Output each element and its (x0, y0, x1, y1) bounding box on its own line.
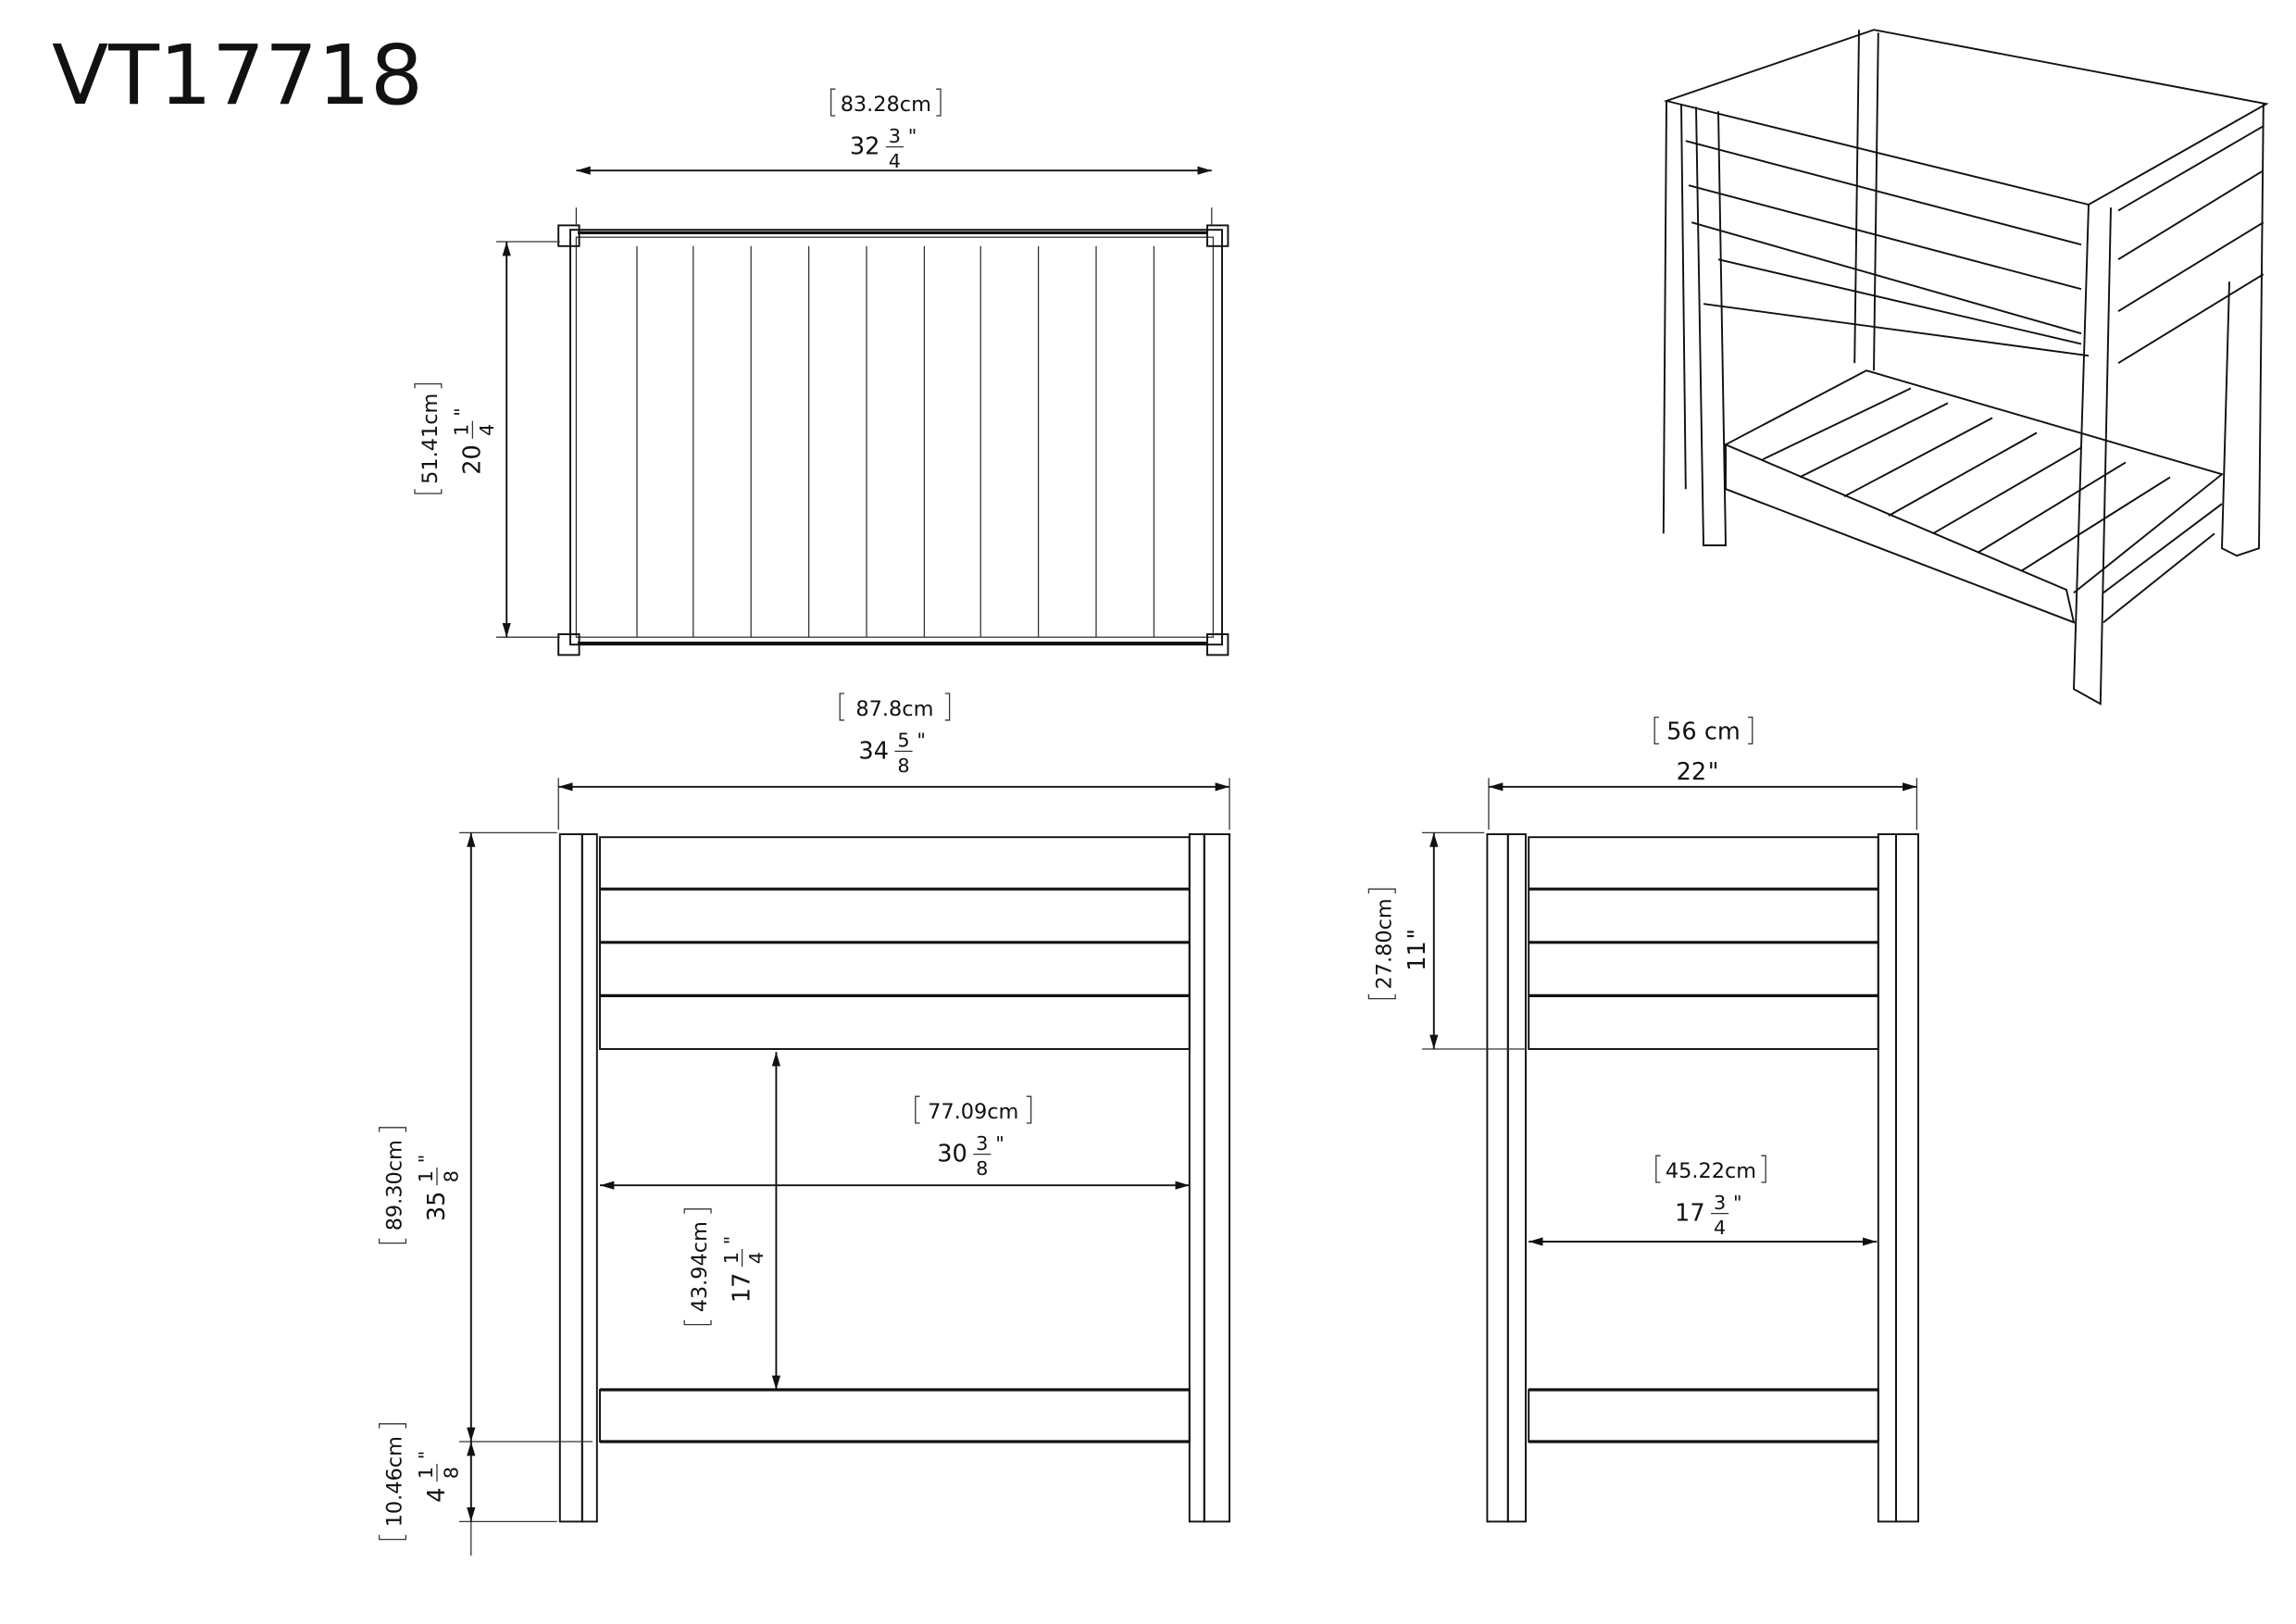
svg-text:3: 3 (1714, 1192, 1726, 1214)
svg-text:77.09cm: 77.09cm (928, 1100, 1018, 1124)
svg-text:4: 4 (889, 150, 901, 172)
svg-text:83.28cm: 83.28cm (841, 93, 931, 117)
svg-text:3: 3 (976, 1132, 988, 1155)
svg-text:35: 35 (423, 1192, 451, 1222)
svg-text:4: 4 (745, 1252, 767, 1264)
svg-text:4: 4 (476, 424, 498, 436)
svg-text:10.46cm: 10.46cm (383, 1436, 407, 1527)
svg-text:87.8cm: 87.8cm (855, 697, 933, 721)
svg-text:8: 8 (440, 1467, 462, 1479)
svg-text:4: 4 (423, 1488, 451, 1503)
dim-top-depth: 51.41cm 20 1 4 " (414, 382, 498, 494)
svg-text:5: 5 (897, 730, 909, 752)
svg-text:": " (1733, 1192, 1742, 1214)
svg-text:": " (1404, 929, 1431, 940)
perspective-view (1662, 29, 2269, 706)
svg-text:1: 1 (451, 424, 473, 436)
svg-text:1: 1 (720, 1252, 742, 1264)
svg-text:56 cm: 56 cm (1666, 718, 1741, 746)
svg-text:": " (917, 730, 926, 752)
svg-text:34: 34 (858, 737, 889, 765)
dim-side-inner-width: 45.22cm 17 3 4 " (1655, 1155, 1766, 1239)
svg-text:8: 8 (976, 1157, 988, 1180)
svg-text:11: 11 (1404, 941, 1431, 971)
dim-front-clearance: 10.46cm 4 1 8 " (378, 1423, 462, 1541)
model-number-title: VT17718 (52, 28, 423, 124)
dim-front-height: 89.30cm 35 1 8 " (378, 1127, 462, 1244)
dim-top-width: 83.28cm 32 3 4 " (830, 88, 942, 172)
top-view (496, 166, 1229, 656)
svg-text:": " (995, 1132, 1004, 1155)
side-view (1422, 778, 1919, 1523)
svg-text:32: 32 (850, 133, 880, 161)
svg-text:": " (415, 1451, 437, 1460)
svg-text:": " (451, 407, 473, 417)
svg-text:8: 8 (897, 755, 909, 777)
svg-text:": " (1708, 758, 1719, 786)
svg-text:45.22cm: 45.22cm (1666, 1159, 1756, 1183)
svg-text:8: 8 (440, 1170, 462, 1182)
svg-text:17: 17 (729, 1273, 756, 1304)
svg-text:": " (720, 1236, 742, 1245)
dim-side-width: 56 cm 22 " (1653, 716, 1753, 786)
svg-text:": " (415, 1155, 437, 1164)
svg-text:4: 4 (1714, 1217, 1726, 1239)
svg-text:43.94cm: 43.94cm (688, 1221, 712, 1312)
svg-text:27.80cm: 27.80cm (1372, 898, 1396, 989)
svg-text:": " (908, 125, 917, 147)
svg-text:22: 22 (1677, 758, 1707, 786)
svg-text:30: 30 (937, 1141, 967, 1168)
svg-text:17: 17 (1675, 1200, 1705, 1228)
svg-text:20: 20 (458, 444, 486, 475)
svg-text:1: 1 (415, 1170, 437, 1182)
dim-side-bed-depth: 27.80cm 11 " (1367, 888, 1431, 1000)
dim-front-width: 87.8cm 34 5 8 " (839, 693, 951, 777)
svg-text:51.41cm: 51.41cm (418, 394, 443, 484)
front-view (459, 778, 1230, 1556)
svg-text:89.30cm: 89.30cm (383, 1140, 407, 1230)
dim-front-inner-width: 77.09cm 30 3 8 " (915, 1095, 1032, 1180)
svg-text:1: 1 (415, 1467, 437, 1479)
dim-front-inner-height: 43.94cm 17 1 4 " (683, 1208, 767, 1326)
svg-text:3: 3 (889, 125, 901, 147)
